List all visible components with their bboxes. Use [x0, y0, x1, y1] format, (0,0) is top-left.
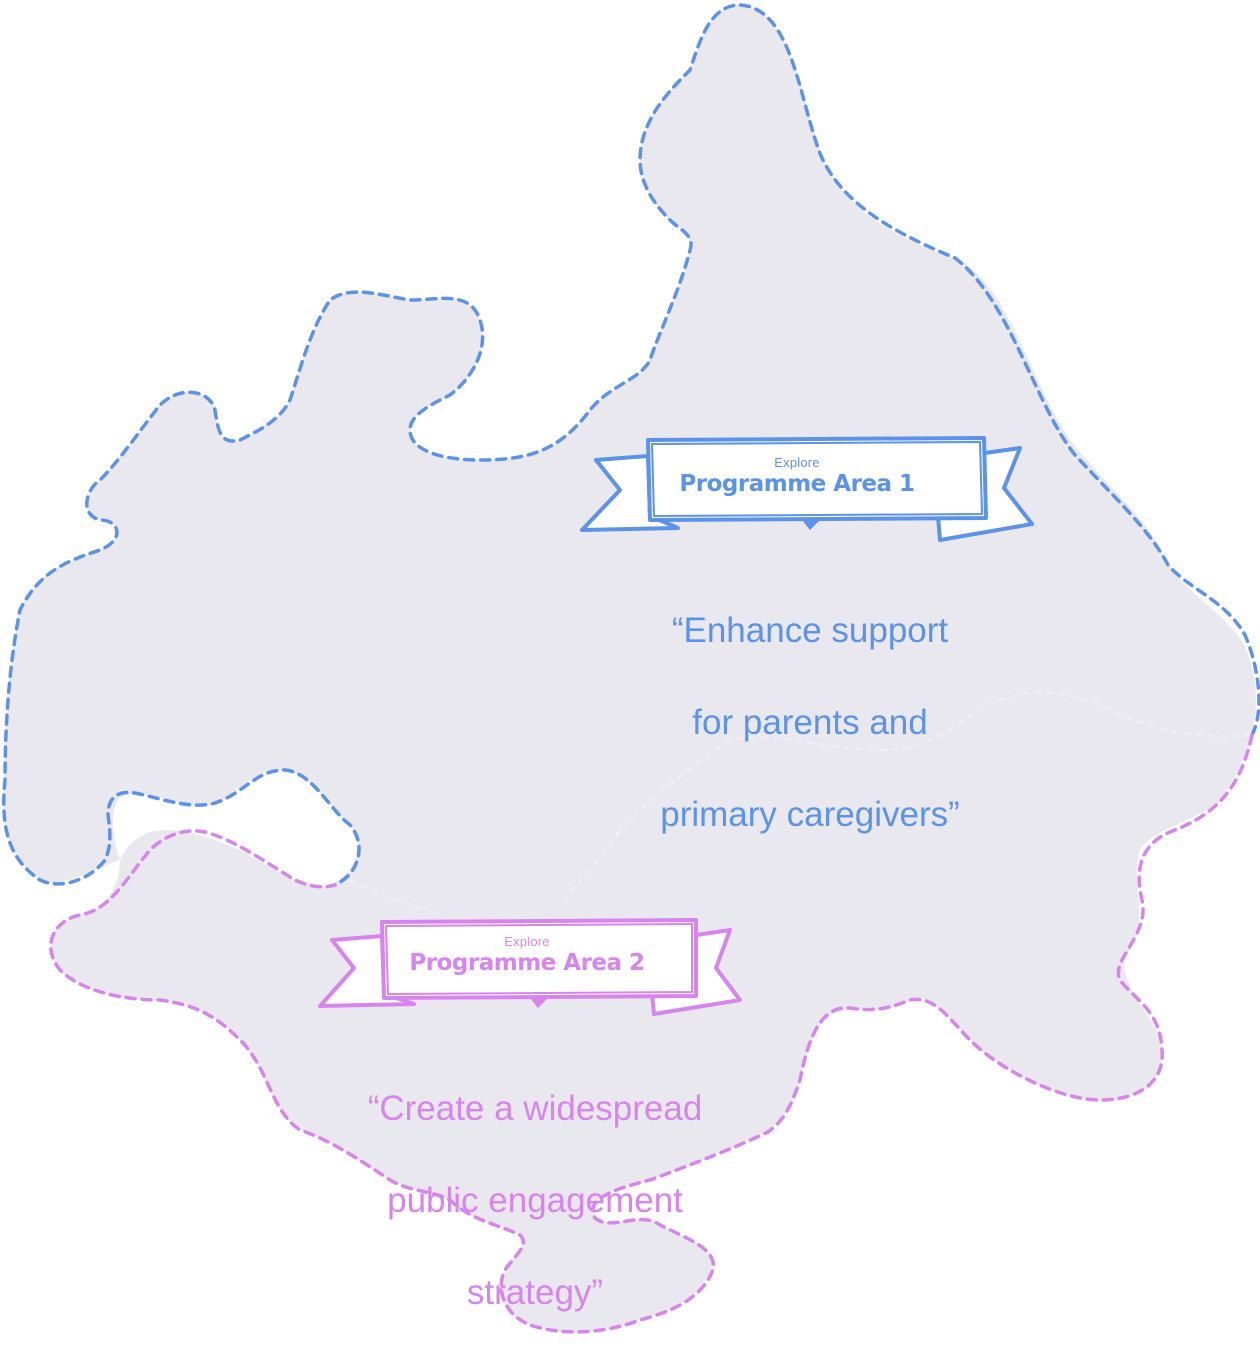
banner-2-label: Explore Programme Area 2	[380, 934, 674, 976]
ribbon-2-body	[380, 918, 698, 1000]
programme-area-1-quote: “Enhance support for parents and primary…	[580, 562, 1040, 884]
region-1-fill	[3, 5, 1256, 1332]
region-1-outline	[2, 3, 1260, 887]
map-landmass	[3, 5, 1256, 1332]
programme-area-1-banner[interactable]: Explore Programme Area 1	[578, 432, 1036, 542]
banner-2-title: Programme Area 2	[409, 950, 645, 976]
ribbon-2-shape	[318, 918, 742, 1016]
quote-2-line-2: public engagement	[387, 1181, 683, 1220]
ribbon-1-body	[646, 436, 988, 522]
quote-2-line-1: “Create a widespread	[367, 1089, 703, 1128]
quote-1-line-3: primary caregivers”	[660, 795, 960, 834]
programme-area-2-banner[interactable]: Explore Programme Area 2	[318, 918, 744, 1018]
quote-1-line-1: “Enhance support	[671, 611, 949, 650]
map-notch	[113, 770, 359, 886]
ribbon-2-body-sketch	[385, 923, 693, 995]
banner-1-kicker: Explore	[774, 455, 820, 470]
ribbon-1-pointer	[802, 520, 820, 530]
quote-1-line-2: for parents and	[692, 703, 928, 742]
ribbon-1-shape	[580, 436, 1034, 542]
ribbon-2-pointer	[530, 998, 548, 1008]
region-divider	[559, 691, 1251, 906]
region-divider-left	[349, 879, 441, 916]
banner-2-kicker: Explore	[504, 934, 550, 949]
ribbon-1-body-sketch	[651, 441, 983, 517]
programme-area-2-quote: “Create a widespread public engagement s…	[300, 1040, 770, 1362]
quote-2-line-3: strategy”	[466, 1273, 604, 1312]
banner-1-title: Programme Area 1	[679, 471, 915, 497]
region-2-outline	[49, 733, 1254, 1334]
banner-1-label: Explore Programme Area 1	[648, 455, 946, 497]
